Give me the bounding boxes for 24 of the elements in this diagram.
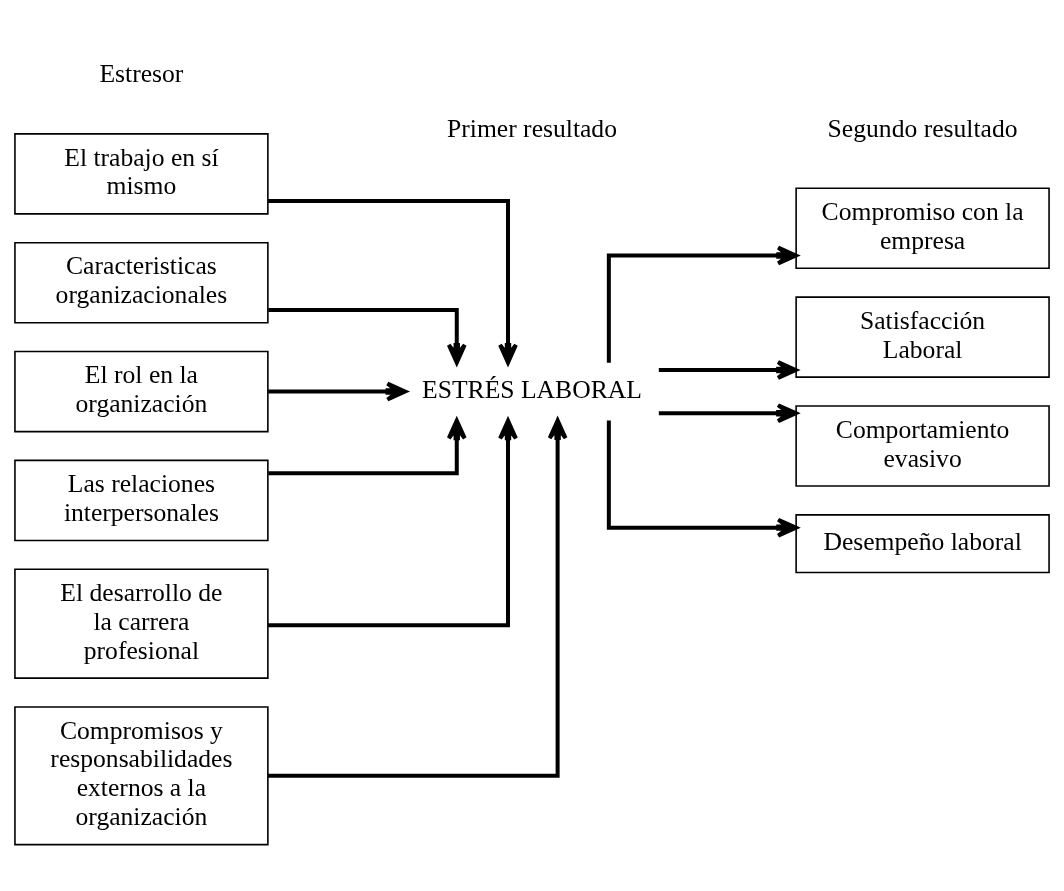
node-box: Satisfacción Laboral bbox=[795, 295, 1050, 378]
node-box: El trabajo en sí mismo bbox=[14, 132, 269, 215]
arrow bbox=[268, 417, 568, 778]
node-box: Comportamiento evasivo bbox=[795, 404, 1050, 487]
node-box: Caracteristicas organizacionales bbox=[14, 241, 269, 324]
node-box: Las relaciones interpersonales bbox=[14, 459, 269, 541]
node-box: El rol en la organización bbox=[14, 350, 269, 432]
label: Primer resultado bbox=[447, 113, 617, 143]
arrow bbox=[268, 198, 518, 365]
node-box: Compromiso con la empresa bbox=[795, 186, 1050, 269]
node-box: Desempeño laboral bbox=[795, 513, 1050, 573]
arrow bbox=[658, 402, 798, 423]
node-box: Compromisos y responsabilidades externos a la organización bbox=[14, 705, 269, 845]
label: Segundo resultado bbox=[827, 113, 1018, 143]
arrow bbox=[606, 245, 798, 363]
node-text: ESTRÉS LABORAL bbox=[422, 374, 642, 404]
arrow bbox=[658, 359, 798, 380]
label: Estresor bbox=[99, 58, 184, 88]
arrow bbox=[606, 419, 798, 538]
arrow bbox=[268, 307, 467, 365]
arrow bbox=[268, 381, 408, 401]
arrow bbox=[268, 418, 467, 475]
arrow bbox=[268, 418, 518, 627]
node-box: El desarrollo de la carrera profesional bbox=[14, 567, 269, 679]
